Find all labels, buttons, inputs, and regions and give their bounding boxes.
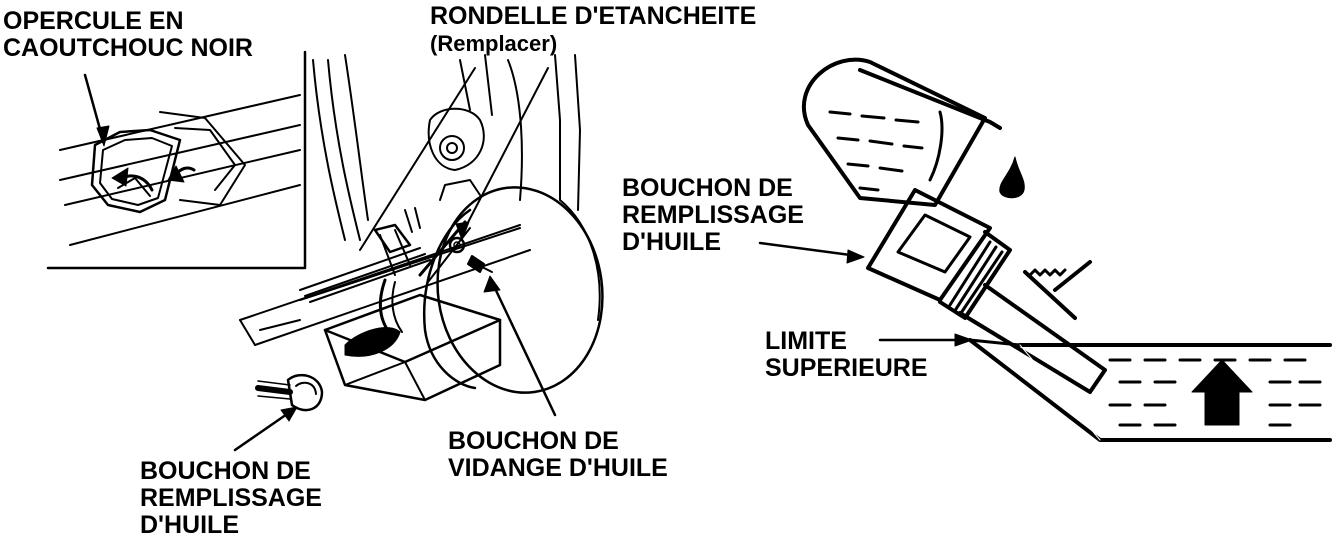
drain-plug-shape — [448, 236, 493, 273]
label-line: RONDELLE D'ETANCHEITE — [430, 2, 757, 30]
curved-arrow-icon — [111, 167, 129, 187]
inset-panel — [46, 50, 307, 270]
loose-filler-cap — [255, 373, 324, 412]
label-line: SUPERIEURE — [765, 354, 928, 382]
label-line: D'HUILE — [140, 511, 239, 539]
label-line: BOUCHON DE — [448, 427, 619, 455]
washer-leader-1 — [359, 67, 476, 251]
label-upper-limit: LIMITE SUPERIEURE — [765, 328, 928, 382]
label-line: D'HUILE — [622, 228, 721, 256]
label-line: REMPLISSAGE — [622, 201, 804, 229]
filler-cap-dipstick-icon — [866, 188, 1107, 394]
label-line: CAOUTCHOUC NOIR — [3, 34, 253, 62]
label-line: LIMITE — [765, 327, 847, 355]
label-sealing-washer: RONDELLE D'ETANCHEITE (Remplacer) — [430, 3, 756, 57]
drain-pan-icon — [323, 278, 502, 402]
rubber-cap-shape — [90, 128, 182, 214]
filler-right-leader — [758, 241, 860, 258]
engine-frame — [239, 54, 581, 346]
wheel-icon — [423, 186, 604, 394]
oil-can-icon — [801, 57, 1002, 207]
drain-leader — [490, 280, 557, 417]
label-filler-cap-right: BOUCHON DE REMPLISSAGE D'HUILE — [622, 175, 804, 256]
label-line: BOUCHON DE — [140, 457, 311, 485]
label-line: REMPLISSAGE — [140, 484, 322, 512]
label-drain-plug: BOUCHON DE VIDANGE D'HUILE — [448, 428, 668, 482]
label-black-rubber-cap: OPERCULE EN CAOUTCHOUC NOIR — [3, 8, 253, 62]
oil-drop-icon — [999, 156, 1025, 199]
washer-leader-2 — [461, 67, 549, 235]
filler-leader — [233, 410, 292, 452]
label-filler-cap-left: BOUCHON DE REMPLISSAGE D'HUILE — [140, 458, 322, 539]
label-line: BOUCHON DE — [622, 174, 793, 202]
up-arrow-icon — [1191, 359, 1253, 426]
oil-reservoir — [878, 333, 1332, 442]
label-line: OPERCULE EN — [3, 7, 184, 35]
label-line: (Remplacer) — [430, 31, 558, 56]
label-line: VIDANGE D'HUILE — [448, 454, 668, 482]
